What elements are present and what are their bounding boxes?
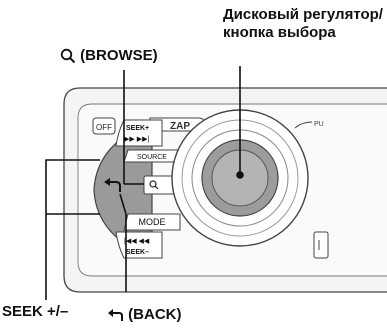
callout-lines	[45, 66, 244, 300]
seek-callout-label: SEEK +/–	[2, 303, 69, 320]
side-button[interactable]	[313, 231, 329, 259]
rew-label: |◀◀ ◀◀	[124, 238, 150, 245]
off-button[interactable]	[92, 117, 116, 135]
seek-minus-button[interactable]	[115, 231, 163, 259]
browse-button-magnifier-icon	[149, 180, 157, 188]
seek-plus-button[interactable]	[115, 119, 163, 147]
back-callout-label: (BACK)	[108, 306, 182, 323]
source-label: SOURCE	[137, 154, 167, 161]
back-button[interactable]	[104, 178, 121, 192]
seek-minus-label: SEEK–	[126, 249, 149, 256]
back-arrow-icon	[108, 309, 123, 322]
browse-callout-label: (BROWSE)	[60, 47, 158, 64]
pu-label: PU	[314, 121, 324, 128]
ff-label: ▶▶ ▶▶|	[124, 136, 149, 143]
off-label: OFF	[96, 123, 112, 132]
zap-label: ZAP	[170, 121, 190, 132]
back-button-arrow-icon	[104, 178, 110, 186]
seek-plus-label: SEEK+	[126, 125, 149, 132]
browse-label-text: (BROWSE)	[80, 47, 158, 64]
pu-mark	[294, 121, 313, 129]
mode-label: MODE	[139, 217, 166, 227]
back-label-text: (BACK)	[128, 306, 182, 323]
magnifier-icon	[60, 48, 76, 64]
dial-callout-label: Дисковый регулятор/кнопка выбора	[223, 6, 383, 41]
